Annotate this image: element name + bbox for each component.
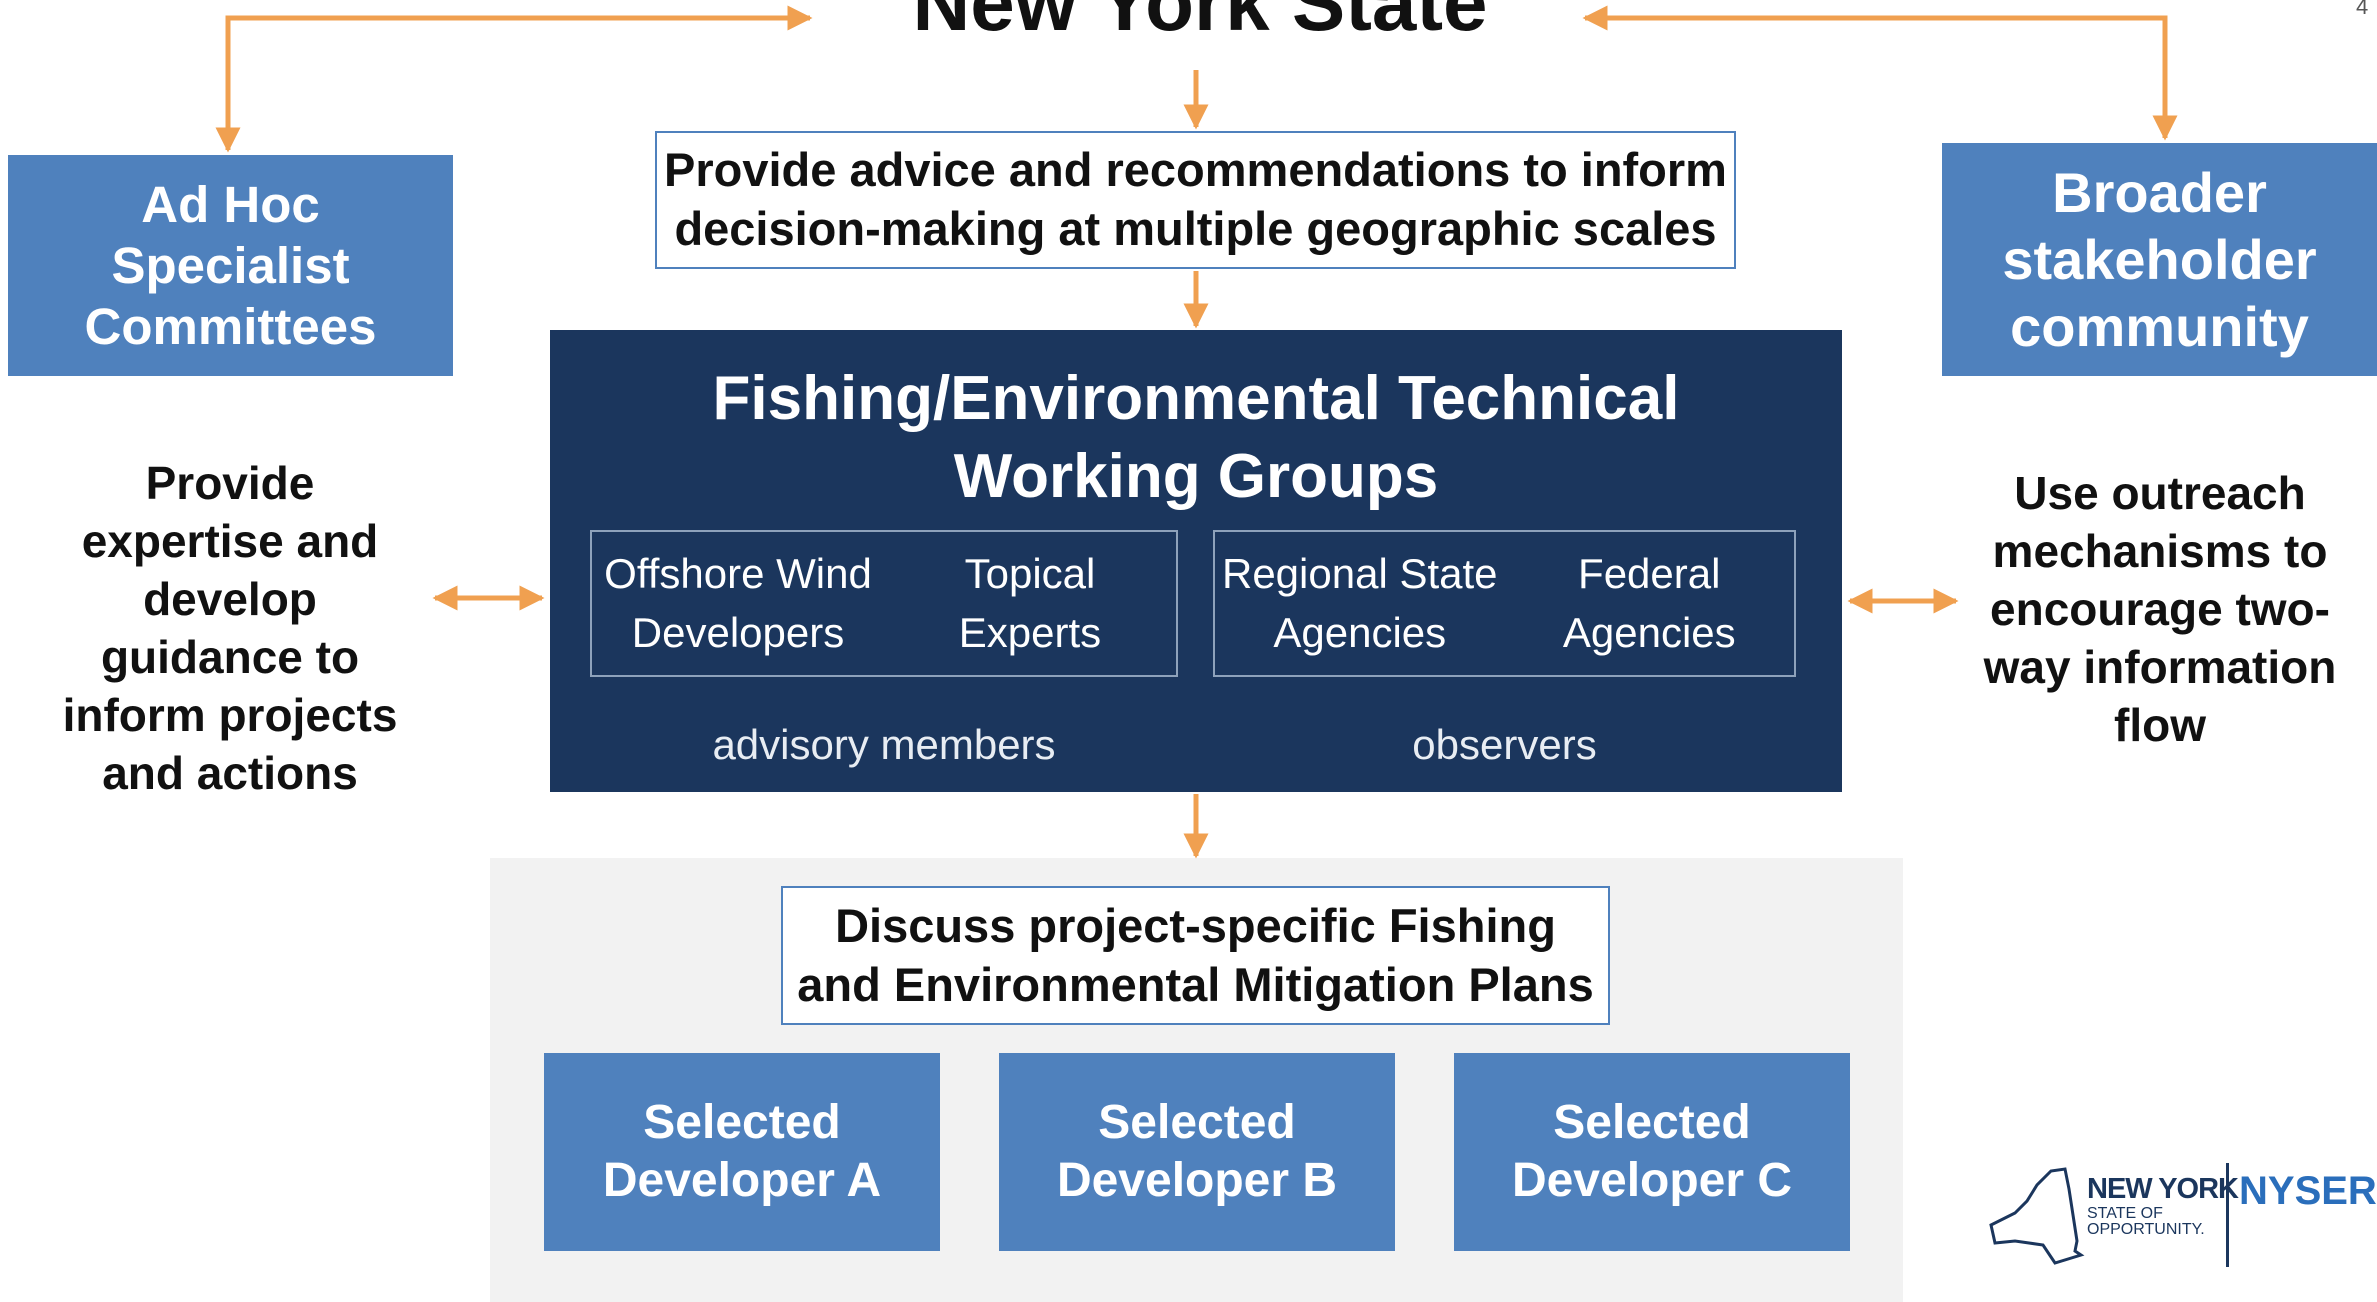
advice-box-line2: decision-making at multiple geographic s… (674, 202, 1717, 255)
arrow-title-to-broader (1582, 5, 2178, 141)
logo-divider (2226, 1163, 2229, 1267)
member-label: Experts (958, 608, 1102, 656)
broader-line1: Broader (2052, 160, 2267, 224)
adhoc-line1: Ad Hoc (141, 175, 320, 233)
nyserda-logo: NEW YORK STATE OF OPPORTUNITY. NYSERDA (1985, 1155, 2377, 1275)
description-line: encourage two- (1990, 582, 2330, 635)
logo-nyserda: NYSERDA (2239, 1169, 2377, 1213)
description-line: flow (2114, 698, 2206, 751)
new-york-state-map-icon (1989, 1167, 2085, 1265)
working-groups-title-line1: Fishing/Environmental Technical (712, 364, 1680, 433)
working-groups-title: Fishing/Environmental Technical Working … (550, 360, 1842, 515)
logo-new-york: NEW YORK (2087, 1173, 2239, 1205)
advice-box: Provide advice and recommendations to in… (655, 131, 1736, 269)
logo-opportunity: OPPORTUNITY. (2087, 1221, 2205, 1238)
developer-label: Developer B (1056, 1154, 1338, 1207)
diagram-title: New York State (912, 0, 1488, 47)
description-line: Use outreach (2014, 467, 2306, 519)
description-line: expertise and (81, 514, 379, 567)
member-label: Developers (631, 608, 845, 656)
adhoc-description: Provide expertise and develop guidance t… (30, 455, 430, 815)
broader-line3: community (2010, 295, 2309, 359)
member-label: Topical (964, 549, 1096, 597)
adhoc-committees-box: Ad Hoc Specialist Committees (8, 155, 453, 376)
member-label: Agencies (1273, 608, 1447, 656)
broader-line2: stakeholder (2002, 227, 2317, 291)
developer-label: Selected (1553, 1096, 1751, 1150)
mitigation-plans-box: Discuss project-specific Fishing and Env… (781, 886, 1610, 1025)
description-line: inform projects (62, 688, 398, 741)
broader-description: Use outreach mechanisms to encourage two… (1960, 465, 2360, 765)
description-line: Provide (145, 457, 315, 509)
description-line: develop (143, 572, 317, 625)
advice-box-line1: Provide advice and recommendations to in… (664, 143, 1727, 197)
adhoc-line3: Committees (84, 298, 377, 356)
logo-state-of: STATE OF (2087, 1205, 2163, 1222)
working-groups-box: Fishing/Environmental Technical Working … (550, 330, 1842, 792)
adhoc-line2: Specialist (111, 236, 350, 294)
developer-label: Selected (643, 1096, 841, 1150)
developer-label: Selected (1098, 1096, 1296, 1150)
description-line: guidance to (100, 630, 360, 683)
member-label: Federal (1578, 549, 1721, 597)
mitigation-line2: and Environmental Mitigation Plans (797, 957, 1594, 1011)
page-number: 4 (2356, 0, 2369, 19)
description-line: way information (1983, 640, 2337, 693)
working-groups-title-line2: Working Groups (953, 441, 1439, 511)
observers-caption: observers (1412, 721, 1597, 768)
mitigation-line1: Discuss project-specific Fishing (835, 898, 1556, 952)
member-label: Agencies (1562, 608, 1736, 656)
member-label: Offshore Wind (604, 549, 872, 597)
developer-label: Developer C (1511, 1154, 1793, 1207)
description-line: and actions (102, 746, 358, 799)
description-line: mechanisms to (1992, 524, 2328, 577)
developer-label: Developer A (602, 1154, 882, 1207)
advisory-members-caption: advisory members (712, 721, 1056, 768)
member-label: Regional State (1221, 549, 1498, 597)
broader-community-box: Broader stakeholder community (1942, 143, 2377, 376)
